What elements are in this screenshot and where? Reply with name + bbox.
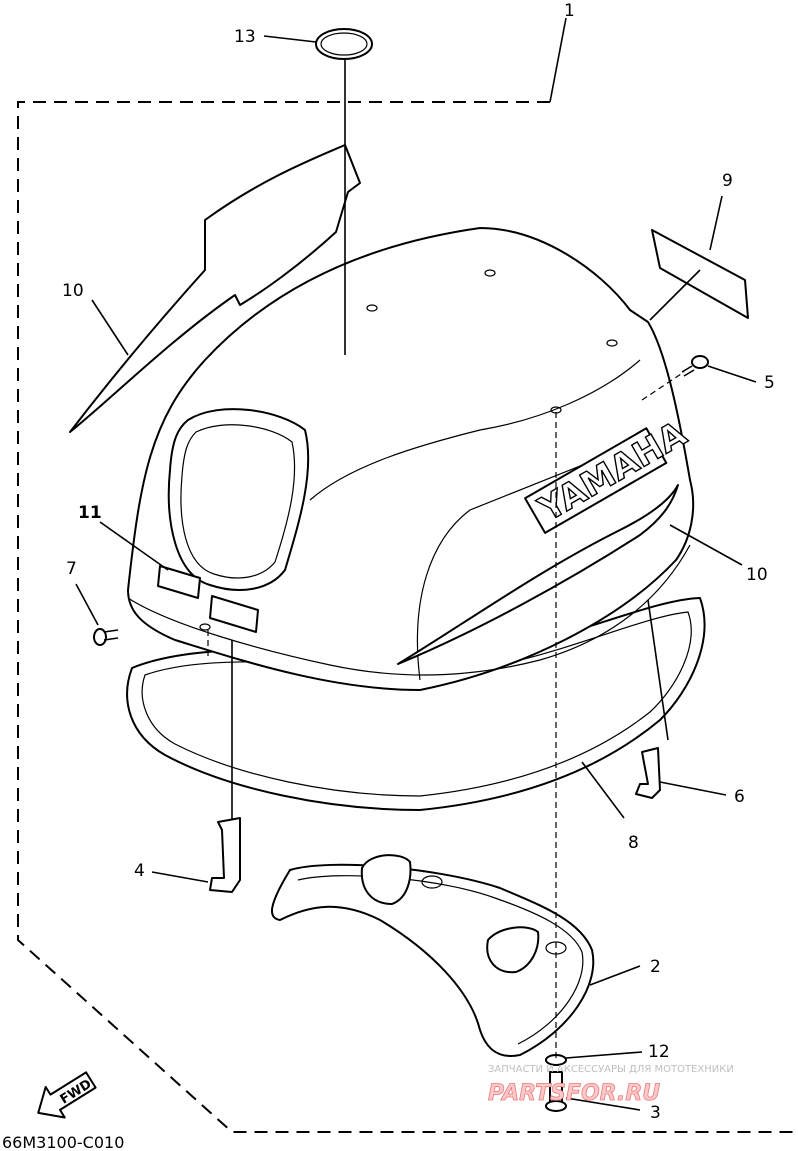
callout-1: 1 xyxy=(564,1,575,21)
bolt xyxy=(545,1071,567,1112)
leader-4 xyxy=(151,871,209,883)
leader-2 xyxy=(589,965,641,986)
callout-7: 7 xyxy=(66,559,77,579)
callout-9: 9 xyxy=(722,171,733,191)
bottom-cowling-port-1 xyxy=(360,854,412,905)
callout-8: 8 xyxy=(628,833,639,853)
plate xyxy=(651,229,749,319)
side-decal xyxy=(209,595,259,633)
leader-9 xyxy=(649,195,723,321)
callout-6: 6 xyxy=(734,787,745,807)
leader-1 xyxy=(549,17,567,103)
callout-5: 5 xyxy=(764,373,775,393)
callout-2: 2 xyxy=(650,957,661,977)
seal-ring xyxy=(315,28,373,60)
centre-line xyxy=(641,371,685,401)
callout-10a: 10 xyxy=(62,281,84,301)
watermark-line1: ЗАПЧАСТИ И АКСЕССУАРЫ ДЛЯ МОТОТЕХНИКИ xyxy=(488,1064,734,1075)
leader-12 xyxy=(565,1051,643,1059)
leader-8 xyxy=(581,761,625,819)
leader-6 xyxy=(659,781,727,796)
watermark-line2: PARTSFOR.RU xyxy=(488,1081,660,1106)
leader-3 xyxy=(565,1097,641,1111)
air-intake-inner xyxy=(180,424,296,579)
graphic-stripe-left xyxy=(69,144,361,433)
leader-7 xyxy=(75,583,99,626)
seal-ring-inner xyxy=(320,32,368,56)
screw-hole xyxy=(606,339,618,347)
bottom-cowling xyxy=(270,863,595,1057)
bracket-right xyxy=(635,747,661,799)
bottom-cowling-boss xyxy=(421,875,443,889)
callout-10b: 10 xyxy=(746,565,768,585)
top-cowling-side xyxy=(416,449,621,681)
callout-13: 13 xyxy=(234,27,256,47)
side-label xyxy=(157,565,201,599)
top-cowling-ridge xyxy=(309,359,641,501)
bracket-left xyxy=(209,817,241,893)
frame-line xyxy=(231,599,669,820)
screw-hole xyxy=(199,623,211,631)
screw-7 xyxy=(93,628,119,646)
fwd-arrow: FWD xyxy=(37,1071,97,1119)
diagram-code: 66M3100-C010 xyxy=(2,1133,124,1151)
callout-3: 3 xyxy=(650,1103,661,1123)
top-cowling-lip xyxy=(127,544,691,676)
leader-10b xyxy=(669,524,743,566)
leader-11 xyxy=(99,521,169,571)
callout-12: 12 xyxy=(648,1042,670,1062)
leader-13 xyxy=(263,35,317,43)
assembly-boundary xyxy=(17,101,798,1133)
bottom-cowling-port-2 xyxy=(486,926,540,974)
screw-hole xyxy=(484,269,496,277)
leader-10a xyxy=(91,299,129,356)
screw-5 xyxy=(681,355,709,377)
graphic-stripe-right xyxy=(397,484,679,665)
leader-5 xyxy=(707,365,757,383)
callout-4: 4 xyxy=(134,861,145,881)
air-intake-outer xyxy=(167,408,310,591)
callout-11: 11 xyxy=(78,503,102,523)
screw-hole xyxy=(366,304,378,312)
